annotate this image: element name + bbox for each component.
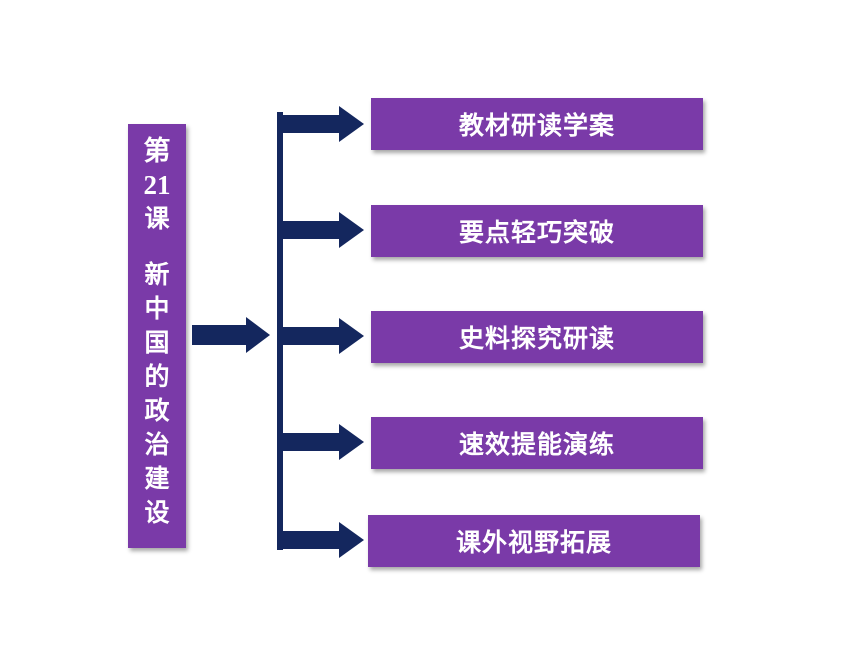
lesson-title-char: 的 xyxy=(144,362,170,391)
branch-arrow-icon xyxy=(283,106,364,142)
menu-button-quick-practice[interactable]: 速效提能演练 xyxy=(371,417,703,469)
menu-button-label: 教材研读学案 xyxy=(458,111,615,140)
menu-button-key-points[interactable]: 要点轻巧突破 xyxy=(371,205,703,257)
lesson-title-char: 课 xyxy=(144,204,170,233)
menu-button-label: 要点轻巧突破 xyxy=(458,218,615,247)
menu-button-label: 速效提能演练 xyxy=(458,430,615,459)
lesson-title-char: 政 xyxy=(144,396,170,425)
menu-button-label: 课外视野拓展 xyxy=(455,528,612,557)
branch-arrow-icon xyxy=(283,212,364,248)
lesson-title-char: 建 xyxy=(144,464,170,493)
lesson-title-char: 第 xyxy=(143,136,171,166)
lesson-title-char: 治 xyxy=(144,430,170,459)
bracket-line xyxy=(277,112,283,550)
lesson-title-char: 新 xyxy=(144,260,170,289)
lesson-title-char: 设 xyxy=(144,498,170,527)
branch-arrow-icon xyxy=(283,424,364,460)
menu-button-historical-sources[interactable]: 史料探究研读 xyxy=(371,311,703,363)
branch-arrow-icon xyxy=(283,318,364,354)
lesson-title-char: 中 xyxy=(144,294,170,323)
lesson-title-box: 第 21 课 新 中 国 的 政 治 建 设 xyxy=(128,124,186,548)
lesson-title-char: 国 xyxy=(144,328,170,357)
main-arrow-icon xyxy=(192,317,270,353)
branch-arrow-icon xyxy=(283,522,364,558)
menu-button-extended-reading[interactable]: 课外视野拓展 xyxy=(368,515,700,567)
menu-button-label: 史料探究研读 xyxy=(458,324,615,353)
lesson-number: 21 xyxy=(143,170,171,200)
menu-button-textbook-study[interactable]: 教材研读学案 xyxy=(371,98,703,150)
